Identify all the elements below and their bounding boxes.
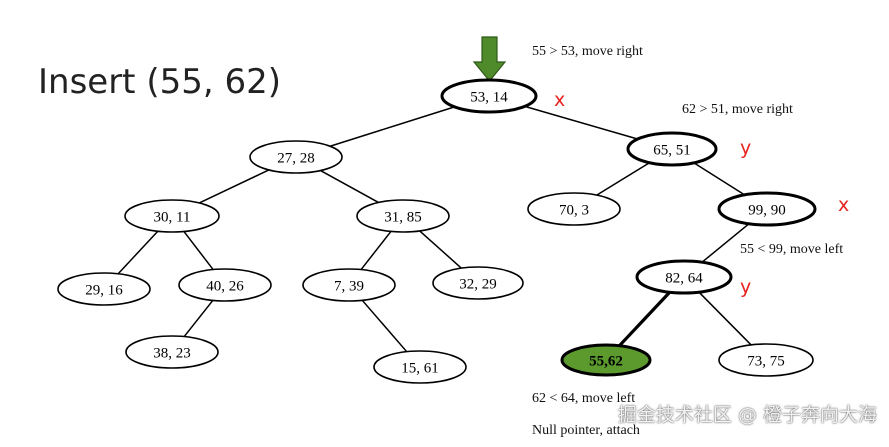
tree-node-30-11: 30, 11 bbox=[124, 199, 220, 233]
node-ellipse bbox=[527, 192, 621, 226]
node-label: 82, 64 bbox=[665, 271, 703, 287]
step-note-5: Null pointer, attach bbox=[532, 423, 640, 438]
node-ellipse bbox=[302, 268, 396, 302]
tree-edge-n2-n5 bbox=[320, 169, 379, 204]
node-ellipse bbox=[57, 272, 151, 306]
tree-node-82-64: 82, 64 bbox=[635, 259, 733, 295]
node-ellipse bbox=[718, 343, 814, 377]
tree-node-73-75: 73, 75 bbox=[718, 343, 814, 377]
tree-node-31-85: 31, 85 bbox=[356, 199, 450, 233]
node-label: 32, 29 bbox=[459, 277, 497, 293]
node-label: 73, 75 bbox=[747, 354, 785, 370]
node-ellipse bbox=[249, 140, 343, 174]
tree-edge-n7-n12 bbox=[701, 223, 750, 263]
node-label: 27, 28 bbox=[277, 151, 315, 167]
edges-layer bbox=[117, 105, 752, 353]
slide-title: Insert (55, 62) bbox=[38, 62, 281, 102]
dimension-mark-99-90: x bbox=[838, 194, 850, 216]
node-label: 40, 26 bbox=[206, 279, 244, 295]
tree-node-55-62: 55,62 bbox=[560, 343, 652, 377]
node-ellipse bbox=[356, 199, 450, 233]
dimension-mark-82-64: y bbox=[740, 276, 752, 298]
tree-edge-n4-n8 bbox=[117, 230, 159, 275]
node-ellipse bbox=[125, 335, 219, 369]
node-ellipse bbox=[373, 350, 467, 384]
tree-edge-n2-n4 bbox=[199, 169, 270, 204]
node-label: 99, 90 bbox=[748, 203, 786, 219]
tree-edge-n5-n11 bbox=[419, 230, 462, 269]
node-ellipse bbox=[440, 78, 538, 114]
tree-edge-n4-n9 bbox=[183, 231, 214, 270]
step-note-1: 55 > 53, move right bbox=[532, 44, 643, 59]
node-ellipse bbox=[717, 191, 817, 227]
tree-node-38-23: 38, 23 bbox=[125, 335, 219, 369]
node-label: 70, 3 bbox=[559, 203, 589, 219]
tree-edge-n1-n2 bbox=[329, 106, 455, 147]
tree-node-65-51: 65, 51 bbox=[626, 131, 718, 167]
tree-node-32-29: 32, 29 bbox=[432, 266, 524, 300]
dimension-mark-65-51: y bbox=[740, 137, 752, 159]
start-arrow-icon bbox=[472, 36, 507, 82]
tree-node-70-3: 70, 3 bbox=[527, 192, 621, 226]
node-ellipse bbox=[560, 343, 652, 377]
node-ellipse bbox=[432, 266, 524, 300]
tree-edge-n1-n3 bbox=[524, 105, 638, 140]
tree-node-7-39: 7, 39 bbox=[302, 268, 396, 302]
node-label: 7, 39 bbox=[334, 279, 364, 295]
dimension-mark-root: x bbox=[554, 89, 566, 111]
step-note-4: 62 < 64, move left bbox=[532, 391, 636, 406]
tree-edge-n3-n7 bbox=[693, 162, 745, 196]
watermark: 掘金技术社区 @ 橙子奔向大海 bbox=[617, 404, 877, 426]
tree-edge-n5-n10 bbox=[360, 230, 392, 271]
node-ellipse bbox=[635, 259, 733, 295]
nodes-layer: 53, 14 27, 28 65, 51 30, 11 31, 85 70, 3 99, 9… bbox=[57, 78, 817, 384]
tree-edge-n3-n6 bbox=[596, 162, 650, 196]
node-label: 15, 61 bbox=[401, 361, 439, 377]
node-label: 55,62 bbox=[589, 354, 623, 370]
tree-node-27-28: 27, 28 bbox=[249, 140, 343, 174]
tree-edge-n12-n15 bbox=[618, 291, 671, 347]
tree-edge-n10-n14 bbox=[361, 299, 408, 353]
node-label: 30, 11 bbox=[154, 210, 191, 226]
tree-node-15-61: 15, 61 bbox=[373, 350, 467, 384]
step-note-3: 55 < 99, move left bbox=[740, 242, 844, 257]
tree-node-99-90: 99, 90 bbox=[717, 191, 817, 227]
node-label: 65, 51 bbox=[653, 143, 691, 159]
tree-edge-n9-n13 bbox=[183, 299, 214, 338]
tree-node-40-26: 40, 26 bbox=[178, 268, 272, 302]
node-ellipse bbox=[178, 268, 272, 302]
node-label: 38, 23 bbox=[153, 346, 191, 362]
node-ellipse bbox=[124, 199, 220, 233]
node-ellipse bbox=[626, 131, 718, 167]
tree-edge-n12-n16 bbox=[698, 291, 752, 346]
node-label: 31, 85 bbox=[384, 210, 422, 226]
node-label: 53, 14 bbox=[470, 90, 508, 106]
tree-node-53-14: 53, 14 bbox=[440, 78, 538, 114]
node-label: 29, 16 bbox=[85, 283, 123, 299]
step-note-2: 62 > 51, move right bbox=[682, 102, 793, 117]
tree-node-29-16: 29, 16 bbox=[57, 272, 151, 306]
